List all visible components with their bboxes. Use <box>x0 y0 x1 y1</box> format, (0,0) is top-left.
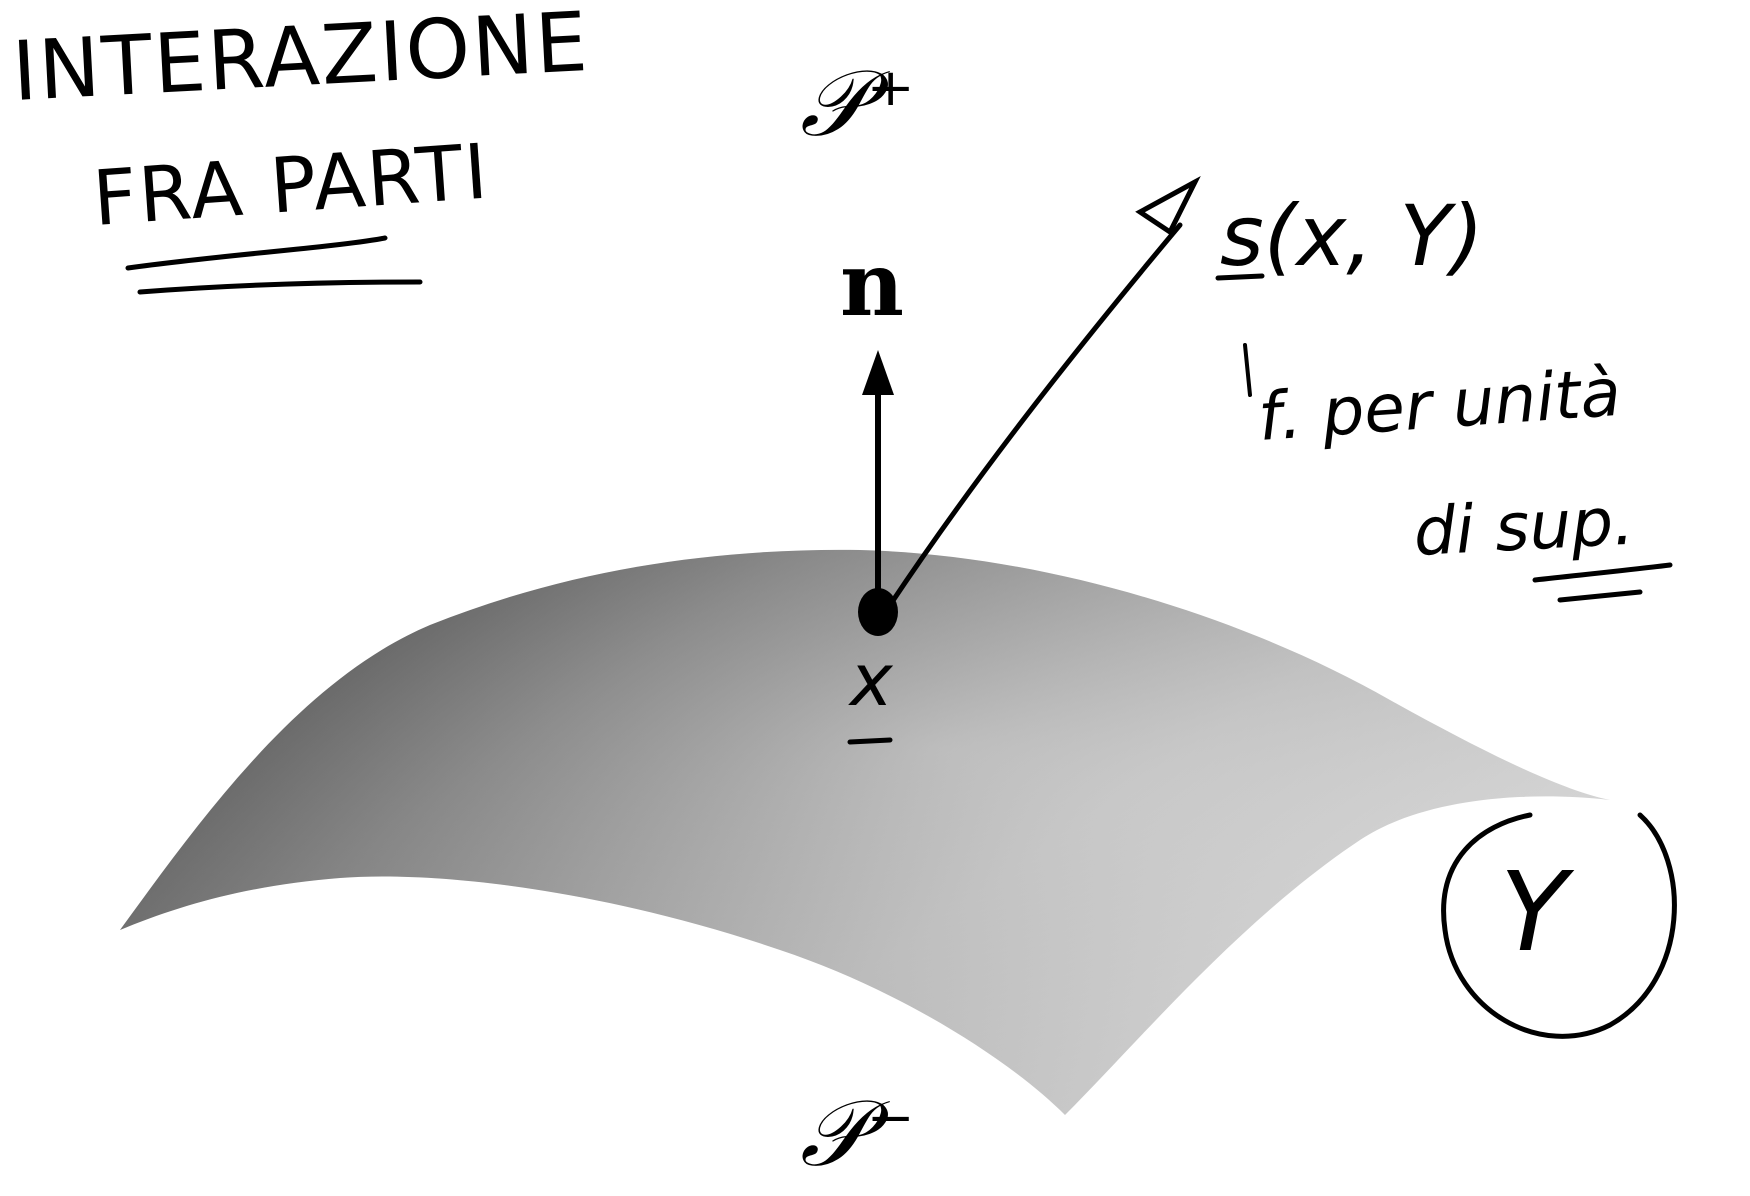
normal-vector-arrowhead <box>862 350 894 395</box>
surface-label: Y <box>1500 848 1575 976</box>
region-lower-label: 𝒫⁻ <box>800 1080 915 1187</box>
point-label: x <box>848 638 894 722</box>
traction-vector-arrowhead <box>1135 175 1201 236</box>
annotation-line-2: di sup. <box>1412 483 1636 571</box>
surface-shading <box>120 549 1610 1115</box>
normal-label: n <box>840 232 904 336</box>
title-line-2: FRA PARTI <box>90 127 492 243</box>
point-label-underline <box>847 737 893 745</box>
traction-vector-label-underline <box>1215 273 1265 281</box>
annotation-underline <box>1532 562 1673 603</box>
point-marker <box>858 588 898 636</box>
annotation-line-1: f. per unità <box>1256 354 1623 456</box>
traction-vector-shaft <box>887 222 1183 608</box>
title-underline <box>125 235 423 295</box>
surface-label-circle <box>1441 812 1677 1039</box>
region-upper-label: 𝒫⁺ <box>800 50 915 157</box>
annotation-tick <box>1243 343 1252 397</box>
traction-vector-label: s(x, Y) <box>1220 187 1484 285</box>
title-line-1: INTERAZIONE <box>10 0 591 120</box>
